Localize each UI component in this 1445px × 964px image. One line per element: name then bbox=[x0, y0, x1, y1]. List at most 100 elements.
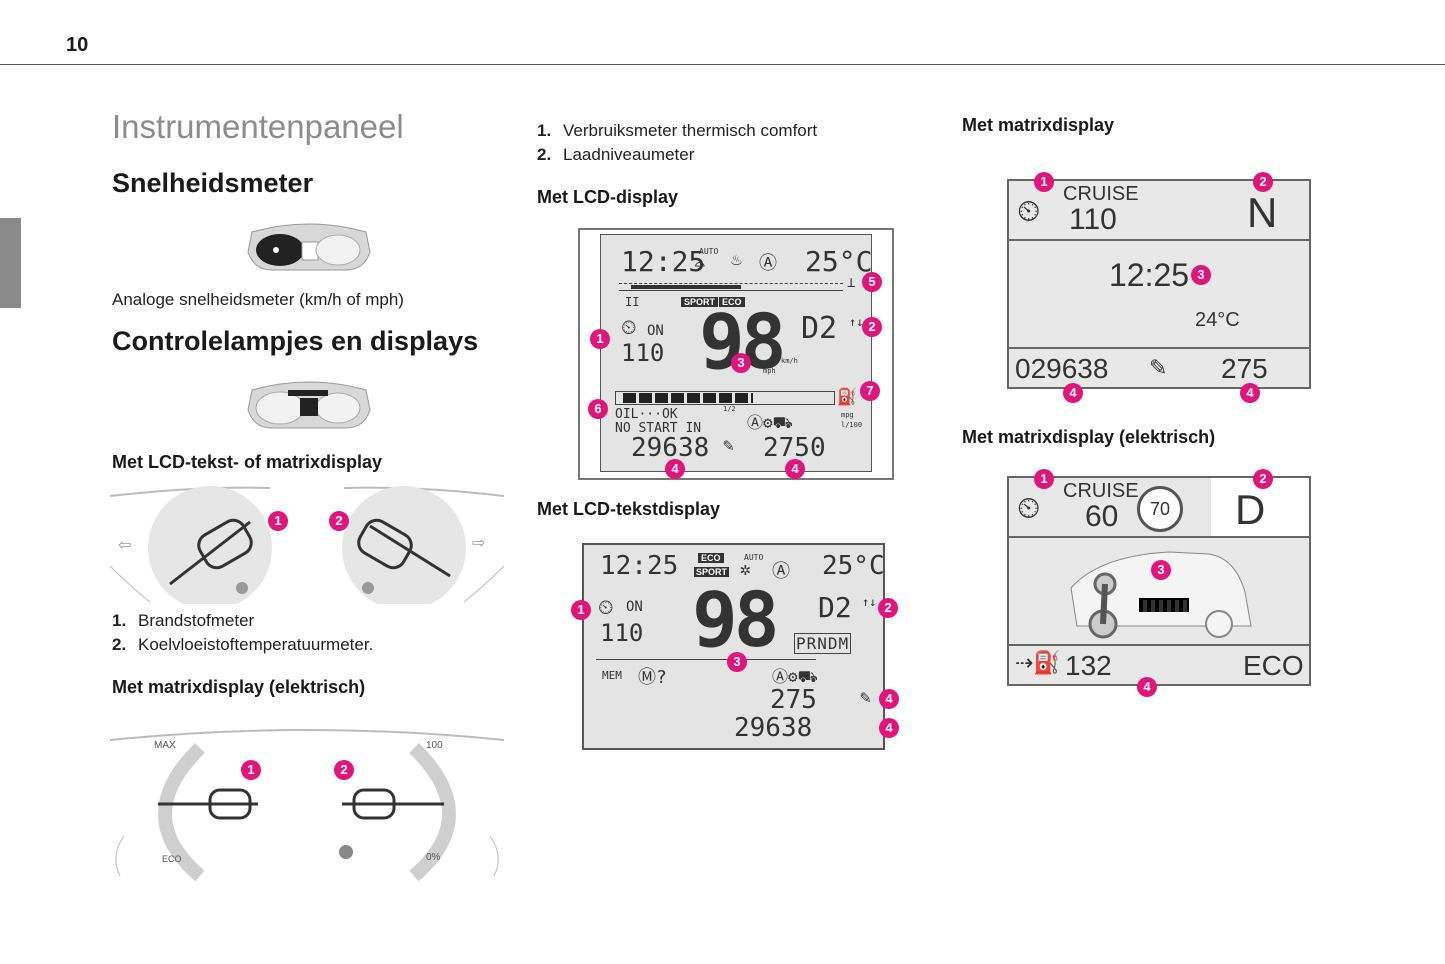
mpg-label: mpg bbox=[841, 411, 854, 419]
list-item: 1.Brandstofmeter bbox=[112, 611, 255, 630]
gauges-legend: 1.Brandstofmeter 2.Koelvloeistoftemperat… bbox=[112, 609, 373, 657]
cruise-icon: ⏲ bbox=[621, 315, 637, 339]
fan-icon: ✲ bbox=[740, 559, 751, 580]
marker-4: 4 bbox=[1063, 383, 1083, 403]
l100-label: l/100 bbox=[841, 421, 863, 429]
cruise-icon: ⏲ bbox=[598, 595, 614, 619]
controls-heading: Controlelampjes en displays bbox=[112, 326, 479, 356]
wiper-icon: ⌓ bbox=[695, 255, 705, 274]
auto-label: AUTO bbox=[744, 553, 764, 562]
charge-level-fill bbox=[623, 393, 753, 403]
matrix-display-heading: Met matrixdisplay bbox=[962, 115, 1115, 135]
marker-1: 1 bbox=[571, 600, 591, 620]
marker-4: 4 bbox=[879, 689, 899, 709]
gauge-max-label: MAX bbox=[154, 740, 176, 751]
drive-mode: ECO bbox=[1243, 650, 1304, 681]
trip-computer-icon: Ⓐ⚙⛟ bbox=[747, 413, 793, 432]
gear-selector-prndm: PRNDM bbox=[794, 633, 852, 654]
marker-2: 2 bbox=[334, 760, 354, 780]
list-item: 2.Laadniveaumeter bbox=[537, 145, 695, 164]
gear-indicator: D bbox=[1235, 486, 1266, 533]
section-tab bbox=[0, 218, 21, 308]
gauge-zero-label: 0% bbox=[426, 852, 441, 863]
seat-icon: ♨ bbox=[731, 249, 742, 270]
speed-value: 98 bbox=[692, 575, 779, 664]
lcd-temperature: 25°C bbox=[822, 551, 885, 581]
marker-1: 1 bbox=[241, 760, 261, 780]
limit-value: 110 bbox=[621, 339, 665, 367]
marker-2: 2 bbox=[1253, 172, 1273, 192]
marker-3: 3 bbox=[727, 652, 747, 672]
consumption-legend: 1.Verbruiksmeter thermisch comfort 2.Laa… bbox=[537, 119, 817, 167]
marker-4: 4 bbox=[665, 459, 685, 479]
speed-limit-sign: 70 bbox=[1137, 486, 1183, 532]
list-item: 1.Verbruiksmeter thermisch comfort bbox=[537, 121, 818, 140]
shift-arrows-icon: ↑↓ bbox=[849, 315, 864, 329]
marker-4: 4 bbox=[785, 459, 805, 479]
cruise-speed: 110 bbox=[1069, 203, 1117, 236]
trip-value: 2750 bbox=[763, 433, 826, 463]
marker-3: 3 bbox=[1191, 265, 1211, 285]
auto-label: AUTO bbox=[699, 247, 719, 256]
gauge-eco-label: ECO bbox=[162, 854, 182, 864]
marker-1: 1 bbox=[1034, 469, 1054, 489]
outside-temperature: 24°C bbox=[1195, 309, 1240, 331]
marker-4: 4 bbox=[1240, 383, 1260, 403]
lcd-temperature: 25°C bbox=[805, 245, 873, 278]
on-label: ON bbox=[626, 599, 643, 615]
lcd-time: 12:25 bbox=[621, 245, 706, 278]
shift-arrows-icon: ↑↓ bbox=[862, 595, 877, 609]
marker-3: 3 bbox=[1151, 560, 1171, 580]
marker-2: 2 bbox=[878, 598, 898, 618]
battery-charge-icon: ⇢⛽ bbox=[1015, 650, 1061, 675]
page-title: Instrumentenpaneel bbox=[112, 108, 404, 145]
wrench-icon: ✎ bbox=[723, 435, 734, 456]
marker-2: 2 bbox=[862, 317, 882, 337]
cruise-control-icon: ⏲ bbox=[1017, 195, 1041, 228]
half-label: 1/2 bbox=[723, 405, 736, 413]
sport-badge: SPORT bbox=[694, 567, 730, 577]
speedometer-caption: Analoge snelheidsmeter (km/h of mph) bbox=[112, 290, 404, 309]
marker-7: 7 bbox=[860, 381, 880, 401]
no-start-text: NO START IN bbox=[615, 421, 702, 436]
matrix-electric-display: ⏲ CRUISE 60 70 D ⇢⛽ 132 ECO bbox=[1007, 476, 1311, 686]
marker-3: 3 bbox=[731, 353, 751, 373]
cruise-label: CRUISE bbox=[1063, 183, 1139, 205]
memory-label: MEM bbox=[602, 669, 622, 682]
matrix-divider bbox=[1009, 644, 1309, 646]
comfort-meter-fill bbox=[631, 285, 741, 289]
speedometer-heading: Snelheidsmeter bbox=[112, 168, 314, 198]
marker-1: 1 bbox=[1034, 172, 1054, 192]
marker-1: 1 bbox=[590, 329, 610, 349]
range-value: 132 bbox=[1065, 650, 1112, 681]
electric-gauges-illustration bbox=[110, 729, 504, 882]
gear-indicator: D2 bbox=[818, 591, 852, 624]
eco-badge: ECO bbox=[719, 297, 745, 307]
limit-value: 110 bbox=[600, 619, 644, 647]
cruise-label: CRUISE bbox=[1063, 480, 1139, 502]
marker-6: 6 bbox=[588, 399, 608, 419]
wrench-icon: ✎ bbox=[860, 687, 871, 708]
speedometer-cluster-icon bbox=[247, 223, 371, 271]
comfort-meter-bar bbox=[619, 283, 843, 291]
pause-icon: II bbox=[625, 295, 640, 309]
header-rule bbox=[0, 64, 1445, 65]
matrix-display: ⏲ CRUISE 110 N 12:25 24°C 029638 ✎ 275 bbox=[1007, 179, 1311, 389]
marker-4: 4 bbox=[1137, 677, 1157, 697]
lcd-text-display: 12:25 ECO SPORT AUTO ✲ Ⓐ 25°C ⏲ ON 110 9… bbox=[582, 543, 885, 750]
on-label: ON bbox=[647, 323, 664, 339]
kmh-label: km/h bbox=[781, 357, 798, 365]
odometer-value: 029638 bbox=[1015, 353, 1109, 384]
gauge-100-label: 100 bbox=[426, 740, 443, 751]
gear-indicator: D2 bbox=[801, 311, 838, 346]
lcd-text-matrix-heading: Met LCD-tekst- of matrixdisplay bbox=[112, 452, 383, 472]
oil-status: OIL···OK bbox=[615, 407, 678, 422]
matrix-electric-heading: Met matrixdisplay (elektrisch) bbox=[112, 677, 366, 697]
odometer-value: 29638 bbox=[631, 433, 710, 463]
marker-4: 4 bbox=[879, 718, 899, 738]
svg-text:⇦: ⇦ bbox=[118, 535, 131, 554]
marker-1: 1 bbox=[268, 511, 288, 531]
marker-2: 2 bbox=[329, 511, 349, 531]
lcd-display-heading: Met LCD-display bbox=[537, 187, 679, 207]
display-cluster-icon bbox=[247, 381, 371, 429]
